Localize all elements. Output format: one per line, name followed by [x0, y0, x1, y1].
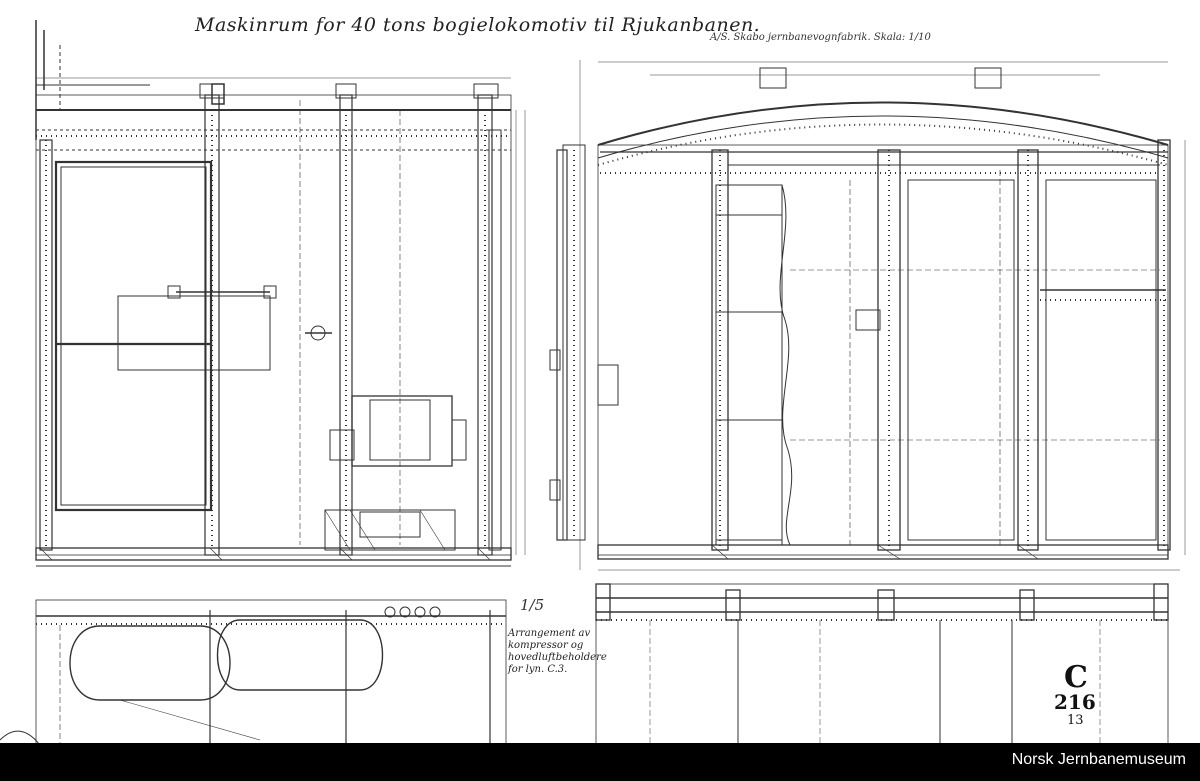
archive-stamp-sub: 13	[1067, 713, 1084, 728]
museum-credit: Norsk Jernbanemuseum	[1011, 751, 1186, 768]
manufacturer-note: A/S. Skabo jernbanevognfabrik. Skala: 1/…	[710, 32, 931, 43]
left-elevation	[35, 20, 526, 567]
arrangement-note: Arrangement av kompressor og hovedluftbe…	[508, 628, 607, 675]
right-elevation	[597, 61, 1186, 571]
archive-stamp-number: 216	[1054, 690, 1096, 714]
bottom-left-plan	[0, 599, 507, 746]
section-strip	[549, 60, 586, 570]
archive-stamp-letter: C	[1064, 660, 1088, 695]
scale-mark: 1/5	[520, 596, 545, 614]
drawing-title: Maskinrum for 40 tons bogielokomotiv til…	[195, 14, 761, 36]
credit-bar: Norsk Jernbanemuseum	[0, 743, 1200, 781]
